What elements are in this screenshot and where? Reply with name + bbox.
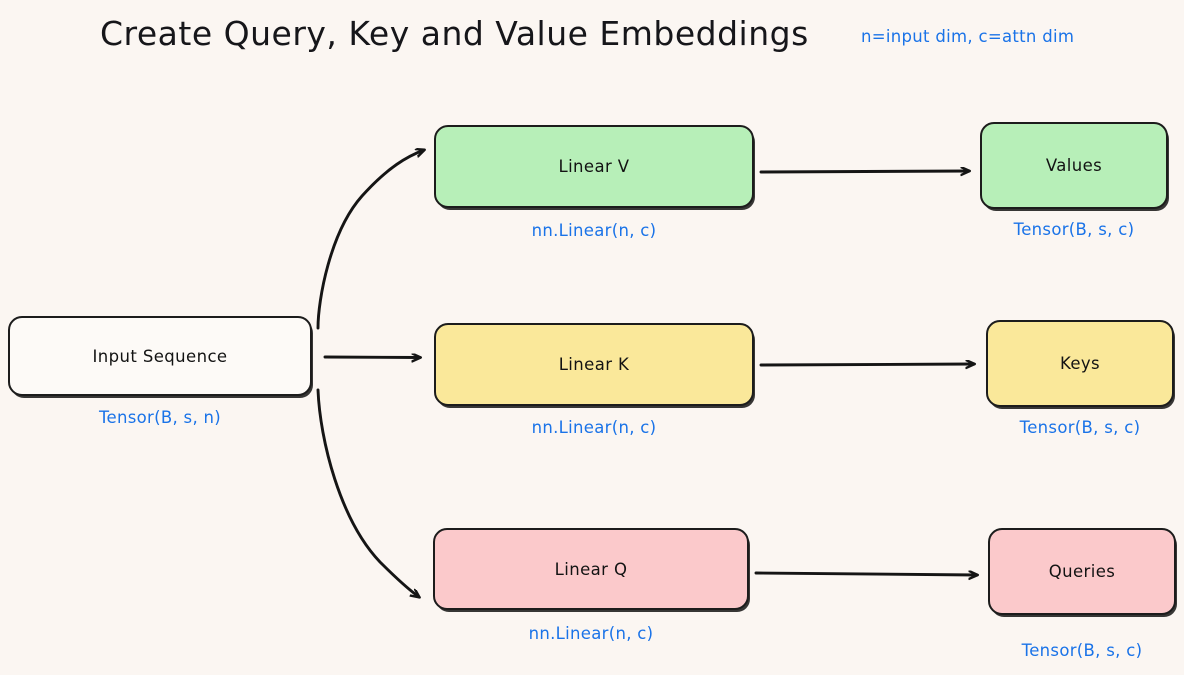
node-keys[interactable]: Keys <box>986 320 1174 407</box>
edge-input-to-linear-q <box>316 388 419 597</box>
edge-input-to-linear-k <box>323 357 420 358</box>
node-input-sequence[interactable]: Input Sequence <box>8 316 312 396</box>
caption-values: Tensor(B, s, c) <box>1013 220 1135 239</box>
node-values-label: Values <box>1045 156 1103 175</box>
node-linear-k-label: Linear K <box>558 355 630 374</box>
edge-linear-k-to-keys <box>759 364 974 365</box>
caption-queries: Tensor(B, s, c) <box>1021 641 1143 660</box>
page-title: Create Query, Key and Value Embeddings <box>100 14 809 53</box>
edge-linear-q-to-queries <box>754 573 977 575</box>
node-linear-q-label: Linear Q <box>554 559 628 579</box>
caption-input-sequence: Tensor(B, s, n) <box>98 408 222 427</box>
node-linear-q[interactable]: Linear Q <box>433 528 749 610</box>
edge-input-to-linear-v <box>316 150 424 330</box>
legend-note: n=input dim, c=attn dim <box>861 27 1075 46</box>
caption-linear-v: nn.Linear(n, c) <box>531 221 657 240</box>
node-input-sequence-label: Input Sequence <box>92 346 228 366</box>
node-linear-k[interactable]: Linear K <box>434 323 754 406</box>
edge-linear-v-to-values <box>759 171 969 172</box>
node-linear-v[interactable]: Linear V <box>434 125 754 208</box>
node-queries-label: Queries <box>1048 562 1116 581</box>
node-values[interactable]: Values <box>980 122 1168 209</box>
node-keys-label: Keys <box>1059 354 1101 373</box>
caption-keys: Tensor(B, s, c) <box>1019 418 1141 437</box>
node-linear-v-label: Linear V <box>558 157 630 176</box>
node-queries[interactable]: Queries <box>988 528 1176 615</box>
caption-linear-k: nn.Linear(n, c) <box>531 418 657 437</box>
caption-linear-q: nn.Linear(n, c) <box>528 624 654 643</box>
